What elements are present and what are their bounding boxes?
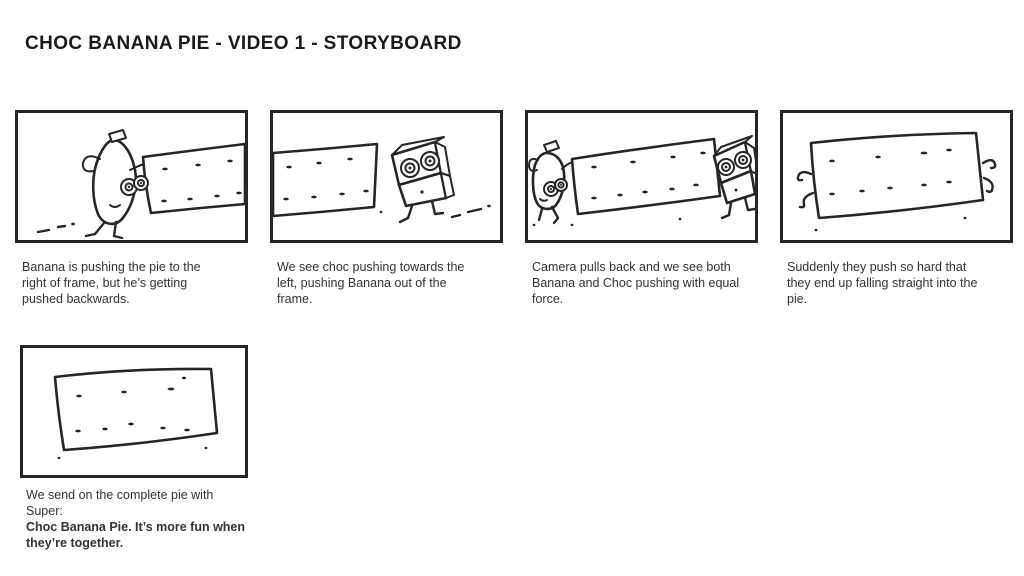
banana-pushing-pie-sketch — [36, 129, 245, 240]
caption-line: frame. — [277, 292, 313, 306]
frame-4-caption: Suddenly they push so hard that they end… — [787, 259, 1024, 307]
caption-line: pie. — [787, 292, 808, 306]
caption-super-line: Choc Banana Pie. It’s more fun when — [26, 520, 246, 534]
pie-with-limbs-sketch — [796, 131, 997, 232]
frame-2-caption: We see choc pushing towards the left, pu… — [277, 259, 525, 307]
caption-line: left, pushing Banana out of the — [277, 276, 447, 290]
page-title: CHOC BANANA PIE - VIDEO 1 - STORYBOARD — [25, 33, 462, 54]
caption-line: We send on the complete pie with — [26, 488, 214, 502]
frame-3-caption: Camera pulls back and we see both Banana… — [532, 259, 780, 307]
caption-line: We see choc pushing towards the — [277, 260, 465, 274]
caption-line: Super: — [26, 504, 63, 518]
caption-line: Banana is pushing the pie to the — [22, 260, 201, 274]
storyboard-frame-1 — [15, 110, 248, 243]
storyboard-frame-3 — [525, 110, 758, 243]
caption-super-line: they’re together. — [26, 536, 124, 550]
complete-pie-sketch — [53, 367, 219, 460]
banana-and-choc-pushing-sketch — [528, 135, 755, 227]
caption-line: right of frame, but he’s getting — [22, 276, 188, 290]
storyboard-frame-2 — [270, 110, 503, 243]
caption-line: force. — [532, 292, 564, 306]
storyboard-frame-5 — [20, 345, 248, 478]
caption-line: Suddenly they push so hard that — [787, 260, 967, 274]
caption-line: Banana and Choc pushing with equal — [532, 276, 740, 290]
caption-line: they end up falling straight into the — [787, 276, 978, 290]
caption-line: pushed backwards. — [22, 292, 130, 306]
frame-1-caption: Banana is pushing the pie to the right o… — [22, 259, 270, 307]
storyboard-frame-4 — [780, 110, 1013, 243]
frame-5-caption: We send on the complete pie with Super: … — [26, 487, 274, 551]
choc-pushing-pie-sketch — [273, 136, 491, 224]
caption-line: Camera pulls back and we see both — [532, 260, 731, 274]
